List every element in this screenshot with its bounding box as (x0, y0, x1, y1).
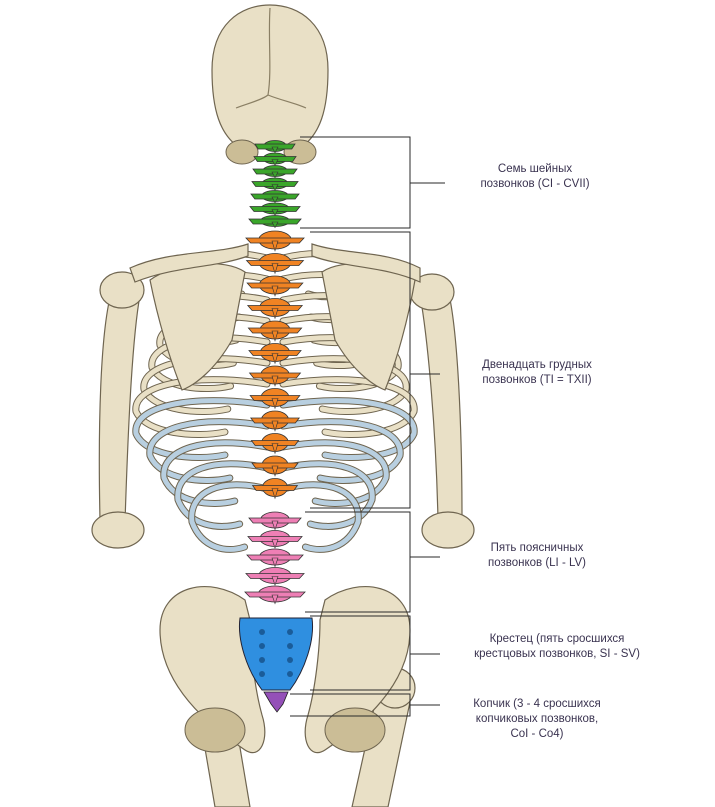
rib (280, 398, 417, 460)
sacral-foramen (287, 671, 293, 677)
leader-sacrum (310, 615, 411, 691)
thoracic-vertebra (250, 433, 300, 455)
cervical-vertebra (249, 202, 301, 216)
leader-lines (290, 136, 445, 717)
pelvis (159, 586, 411, 754)
vertebral-column (238, 140, 314, 713)
rib (189, 482, 270, 552)
sacral-foramen (259, 629, 265, 635)
label-thoracic-line2: позвонков (TI = TXII) (482, 374, 592, 386)
label-coccyx-line1: Копчик (3 - 4 сросшихся (473, 698, 601, 710)
label-lumbar: Пять поясничных позвонков (LI - LV) (412, 541, 662, 571)
sacral-foramen (287, 657, 293, 663)
label-lumbar-line2: позвонков (LI - LV) (487, 557, 587, 569)
label-coccyx: Копчик (3 - 4 сросшихся копчиковых позво… (412, 697, 662, 742)
label-thoracic: Двенадцать грудных позвонков (TI = TXII) (412, 358, 662, 388)
label-cervical: Семь шейных позвонков (CI - CVII) (410, 162, 660, 192)
skeleton-back-view-icon (91, 4, 475, 807)
rib (280, 419, 403, 483)
label-coccyx-line3: CoI - Co4) (510, 728, 564, 740)
label-lumbar-line1: Пять поясничных (490, 542, 584, 554)
cervical-vertebra (250, 190, 300, 204)
rib (133, 398, 270, 460)
lumbar-vertebra (248, 511, 302, 531)
thoracic-vertebra (246, 298, 304, 320)
thoracic-vertebra (248, 365, 302, 387)
label-sacrum-line2: крестцовых позвонков, SI - SV) (474, 648, 640, 660)
thoracic-vertebra (249, 410, 301, 432)
coccyx (263, 691, 289, 713)
label-cervical-line2: позвонков (CI - CVII) (480, 178, 590, 190)
leader-lumbar (305, 511, 411, 613)
cervical-vertebra (251, 177, 299, 191)
lumbar-vertebra (245, 567, 305, 587)
scapulae (149, 263, 416, 391)
sacral-foramen (287, 629, 293, 635)
rib (280, 482, 361, 552)
skull (211, 4, 329, 165)
thoracic-vertebra (246, 275, 304, 297)
thoracic-vertebra (245, 230, 305, 252)
leader-cervical (300, 136, 411, 229)
lumbar-vertebra (244, 585, 306, 605)
thoracic-vertebra (251, 455, 299, 477)
lumbar-vertebra (247, 530, 303, 550)
rib (280, 377, 417, 438)
rib (280, 335, 401, 392)
sacral-foramen (259, 657, 265, 663)
lumbar-vertebra (246, 548, 304, 568)
thoracic-vertebra (249, 388, 301, 410)
rib (133, 377, 270, 438)
rib (280, 461, 375, 529)
rib (161, 440, 270, 506)
thoracic-vertebra (248, 343, 302, 365)
rib (280, 440, 389, 506)
rib (280, 356, 409, 414)
cervical-vertebra (248, 215, 302, 229)
thoracic-vertebra (247, 320, 303, 342)
cervical-vertebra (252, 165, 298, 179)
thoracic-vertebra (245, 253, 305, 275)
sacral-foramen (259, 671, 265, 677)
sacral-foramen (287, 643, 293, 649)
rib (175, 461, 270, 529)
rib (147, 419, 270, 483)
label-sacrum-line1: Крестец (пять сросшихся (489, 633, 625, 645)
cervical-vertebra (254, 140, 296, 154)
thoracic-vertebra (251, 478, 299, 500)
label-thoracic-line1: Двенадцать грудных (482, 359, 592, 371)
cervical-vertebra (253, 152, 297, 166)
arms (91, 271, 475, 549)
leader-thoracic (310, 231, 411, 509)
sacrum (238, 617, 314, 691)
sacral-foramen (259, 643, 265, 649)
label-coccyx-line2: копчиковых позвонков, (475, 713, 599, 725)
label-cervical-line1: Семь шейных (497, 163, 573, 175)
clavicles (129, 243, 421, 283)
label-sacrum: Крестец (пять сросшихся крестцовых позво… (432, 632, 682, 662)
